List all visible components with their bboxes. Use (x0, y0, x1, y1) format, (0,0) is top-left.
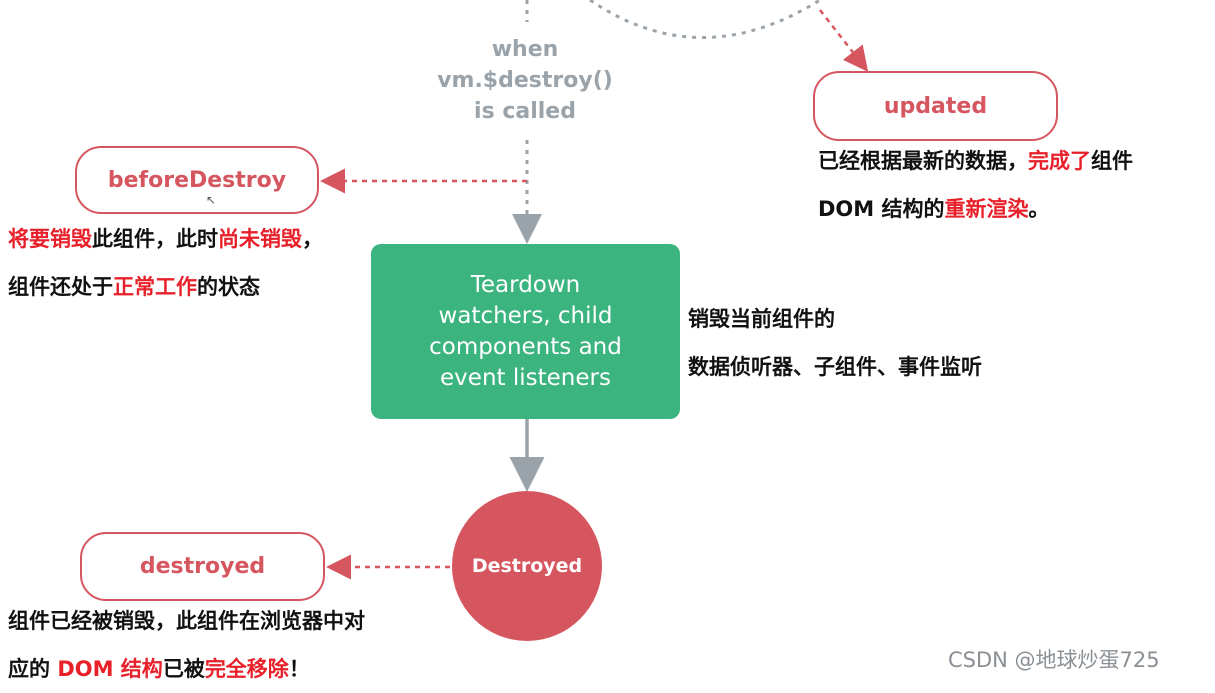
condition-line1: when (491, 37, 559, 62)
destroyed-note: 组件已经被销毁，此组件在浏览器中对 应的 DOM 结构已被完全移除！ (8, 597, 448, 693)
highlight-text: 尚未销毁 (218, 227, 302, 251)
text: 销毁当前组件的 (688, 307, 835, 331)
text: ！ (288, 657, 310, 681)
mouse-cursor-icon: ↖ (206, 193, 217, 207)
text: 组件已经被销毁，此组件在浏览器中对 (8, 609, 365, 633)
loop-curve (589, 0, 821, 39)
arrow-to-updated (819, 9, 869, 72)
highlight-text: 将要销毁 (8, 227, 92, 251)
text: 已被 (162, 657, 205, 681)
before-destroy-note: 将要销毁此组件，此时尚未销毁， 组件还处于正常工作的状态 (8, 215, 378, 311)
condition-line3: is called (474, 99, 576, 124)
text: ， (302, 227, 323, 251)
teardown-box: Teardown watchers, child components and … (371, 244, 680, 419)
updated-hook: updated (813, 71, 1058, 141)
text: 的状态 (197, 275, 260, 299)
csdn-watermark: CSDN @地球炒蛋725 (948, 648, 1160, 672)
text: 数据侦听器、子组件、事件监听 (688, 355, 982, 379)
teardown-line4: event listeners (440, 364, 611, 391)
text: 。 (1028, 197, 1050, 221)
text: 此组件，此时 (92, 227, 218, 251)
text: 组件还处于 (8, 275, 113, 299)
text: 组件 (1091, 149, 1133, 173)
highlight-text: 重新渲染 (944, 197, 1029, 221)
highlight-text: 完成了 (1028, 149, 1091, 173)
before-destroy-hook: beforeDestroy (75, 146, 319, 214)
highlight-text: 完全移除 (204, 657, 289, 681)
destroyed-state-circle: Destroyed (452, 491, 602, 641)
teardown-line2: watchers, child (438, 302, 613, 329)
text: 应的 (8, 657, 58, 681)
highlight-text: DOM 结构 (57, 657, 163, 681)
highlight-text: 正常工作 (113, 275, 197, 299)
updated-note: 已经根据最新的数据，完成了组件 DOM 结构的重新渲染。 (818, 137, 1208, 233)
text: 已经根据最新的数据， (818, 149, 1028, 173)
destroy-condition: when vm.$destroy() is called (420, 34, 630, 127)
condition-line2: vm.$destroy() (437, 68, 613, 93)
destroyed-hook: destroyed (80, 532, 325, 601)
teardown-line3: components and (429, 333, 622, 360)
teardown-note: 销毁当前组件的 数据侦听器、子组件、事件监听 (688, 295, 1068, 391)
teardown-line1: Teardown (470, 271, 581, 298)
text: DOM 结构的 (818, 197, 945, 221)
